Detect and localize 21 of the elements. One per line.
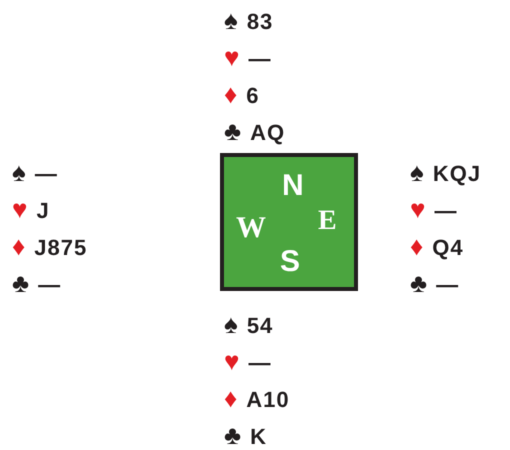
card-holding: ♦ A10 bbox=[224, 384, 290, 414]
card-holding: ♦ 6 bbox=[224, 80, 260, 110]
card-holding: ♣ K bbox=[224, 421, 267, 450]
compass-letter: E bbox=[318, 207, 337, 235]
card-holding: ♥ — bbox=[224, 43, 272, 73]
card-holding: ♠ 83 bbox=[224, 6, 274, 36]
compass-letter: W bbox=[236, 213, 266, 243]
compass-letter: S bbox=[280, 247, 300, 277]
card-holding: ♥ J bbox=[12, 195, 50, 225]
card-holding: ♣ — bbox=[410, 269, 460, 299]
card-holding: ♦ J875 bbox=[12, 232, 88, 262]
card-holding: ♠ 54 bbox=[224, 310, 274, 340]
card-holding: ♠ — bbox=[12, 158, 58, 188]
card-holding: ♠ KQJ bbox=[410, 158, 482, 188]
card-holding: ♥ — bbox=[224, 347, 272, 377]
card-holding: ♣ — bbox=[12, 269, 62, 299]
card-holding: ♥ — bbox=[410, 195, 458, 225]
card-holding: ♦ Q4 bbox=[410, 232, 464, 262]
card-holding: ♣ AQ bbox=[224, 117, 286, 147]
compass-box bbox=[220, 153, 358, 291]
compass-letter: N bbox=[282, 171, 304, 201]
